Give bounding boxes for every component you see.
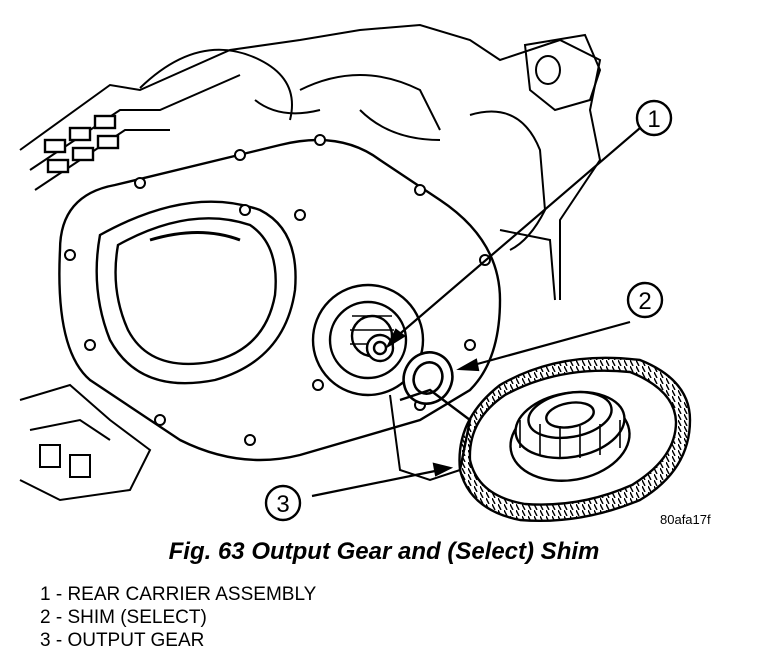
callout-1: 1: [635, 99, 673, 137]
output-gear: [399, 356, 692, 523]
figure-code: 80afa17f: [660, 512, 711, 527]
callout-2-number: 2: [638, 288, 651, 315]
exploded-view-illustration: 1 2 3: [19, 23, 692, 523]
legend-item: 3 - OUTPUT GEAR: [40, 630, 205, 651]
callout-1-number: 1: [647, 106, 660, 133]
legend-item: 1 - REAR CARRIER ASSEMBLY: [40, 584, 317, 605]
legend: 1 - REAR CARRIER ASSEMBLY 2 - SHIM (SELE…: [40, 583, 316, 652]
plate-bolt-holes: [64, 134, 491, 446]
figure-caption: Fig. 63 Output Gear and (Select) Shim: [168, 538, 600, 565]
callout-3: 3: [264, 484, 302, 522]
legend-item: 2 - SHIM (SELECT): [40, 607, 207, 628]
callout-2: 2: [626, 281, 664, 319]
callout-leaders: [311, 127, 641, 498]
callout-3-number: 3: [276, 491, 289, 518]
rear-carrier-plate: [58, 138, 502, 462]
